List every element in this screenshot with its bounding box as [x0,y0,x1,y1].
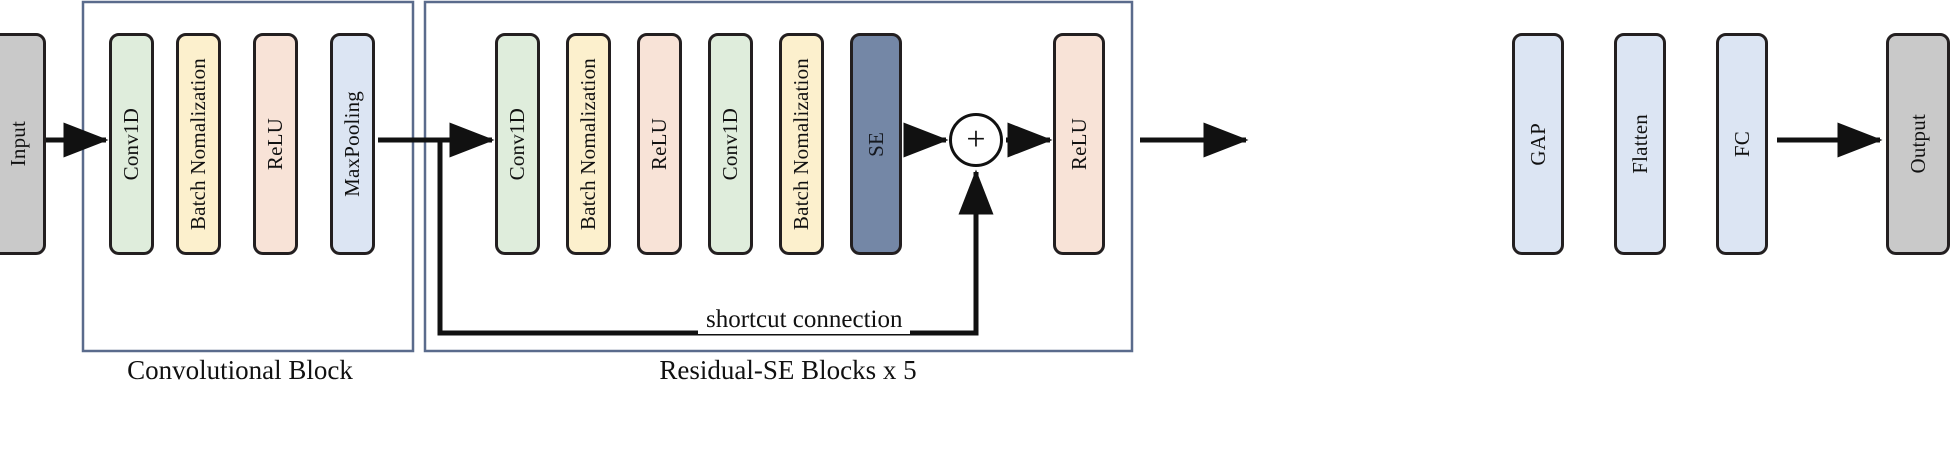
layer-box-res-relu1[interactable]: ReLU [637,33,682,255]
group-label-residual-block: Residual-SE Blocks x 5 [659,355,917,385]
layer-box-maxpool[interactable]: MaxPooling [330,33,375,255]
layer-label-conv1: Conv1D [119,107,143,181]
layer-box-conv1[interactable]: Conv1D [109,33,154,255]
layer-box-se[interactable]: SE [850,33,902,255]
layer-label-relu1: ReLU [263,117,287,171]
addition-node[interactable]: + [949,113,1003,167]
layer-box-res-conv1[interactable]: Conv1D [495,33,540,255]
layer-box-res-conv2[interactable]: Conv1D [708,33,753,255]
layer-box-output[interactable]: Output [1886,33,1950,255]
layer-box-res-bn1[interactable]: Batch Nomalization [566,33,611,255]
layer-box-gap[interactable]: GAP [1512,33,1564,255]
layer-label-fc: FC [1729,130,1754,158]
shortcut-connection-label: shortcut connection [698,306,911,334]
layer-label-res-relu1: ReLU [647,117,671,171]
layer-label-bn1: Batch Nomalization [186,57,210,231]
layer-label-res-conv2: Conv1D [718,107,742,181]
layer-label-gap: GAP [1525,122,1550,166]
layer-label-input: Input [5,121,30,167]
layer-label-res-conv1: Conv1D [505,107,529,181]
layer-box-flatten[interactable]: Flatten [1614,33,1666,255]
layer-label-res-bn1: Batch Nomalization [576,57,600,231]
layer-box-fc[interactable]: FC [1716,33,1768,255]
layer-label-res-relu2: ReLU [1066,117,1091,171]
layer-box-bn1[interactable]: Batch Nomalization [176,33,221,255]
layer-box-input[interactable]: Input [0,33,46,255]
addition-symbol: + [966,121,986,158]
layer-label-se: SE [863,131,888,157]
group-label-conv-block: Convolutional Block [127,355,353,385]
layer-box-res-bn2[interactable]: Batch Nomalization [779,33,824,255]
layer-box-res-relu2[interactable]: ReLU [1053,33,1105,255]
layer-label-maxpool: MaxPooling [340,91,364,197]
layer-box-relu1[interactable]: ReLU [253,33,298,255]
layer-label-flatten: Flatten [1627,114,1652,174]
layer-label-output: Output [1905,114,1930,174]
layer-label-res-bn2: Batch Nomalization [789,57,813,231]
